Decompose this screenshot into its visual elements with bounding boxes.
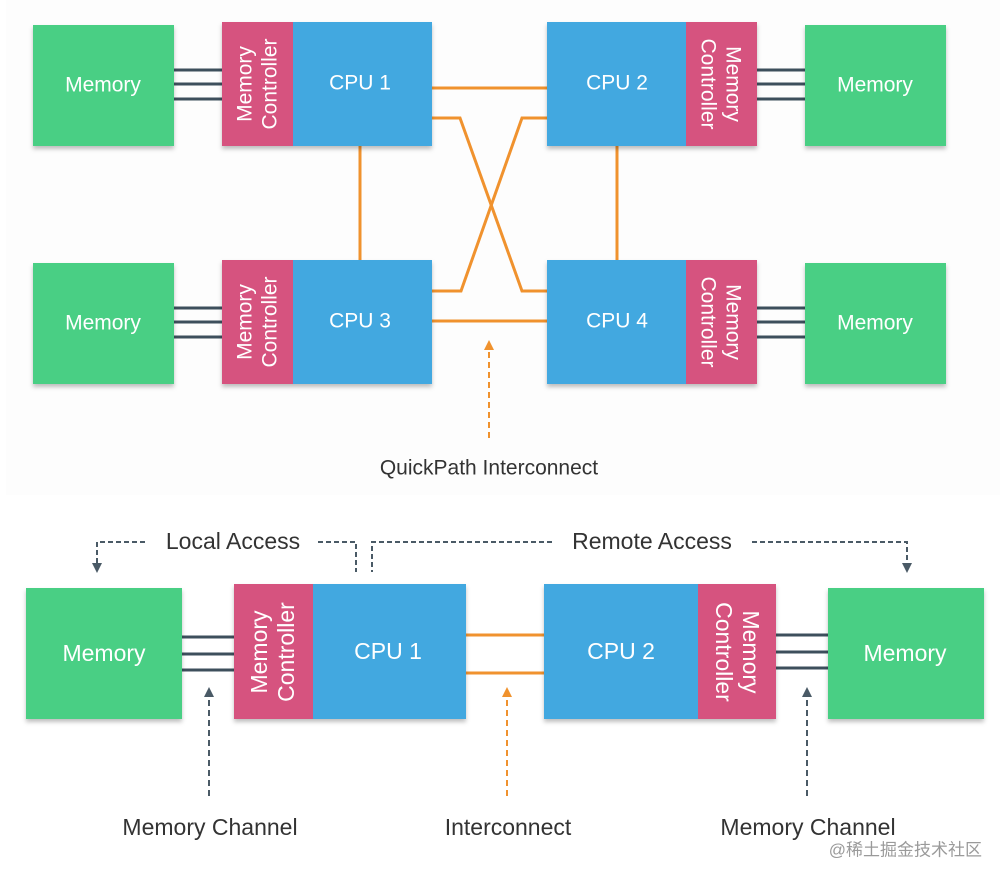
controller-label-line1: Memory [234,46,257,122]
top-node-cpu2: Memory Memory Controller CPU 2 [547,22,946,146]
controller-label-line2: Controller [273,602,299,702]
top-node-cpu1: Memory Memory Controller CPU 1 [33,22,432,146]
watermark: @稀土掘金技术社区 [829,840,982,859]
local-access-label: Local Access [166,528,300,554]
quickpath-callout-label: QuickPath Interconnect [380,457,598,480]
cpu-block [293,22,432,146]
bottom-node-cpu2: Memory Memory Controller CPU 2 [544,584,984,719]
memory-block [33,263,174,384]
remote-access-bracket-right [752,541,912,573]
cpu-label: CPU 2 [586,72,648,95]
link-cpu1-cpu4 [432,116,547,293]
memory-controller-block [686,22,757,146]
cpu-label: CPU 4 [586,310,648,333]
memory-label: Memory [837,312,913,335]
controller-label-line2: Controller [696,276,719,367]
memory-block [805,25,946,146]
memory-block [33,25,174,146]
memory-label: Memory [62,640,146,666]
memory-block [805,263,946,384]
link-cpu3-cpu2 [432,116,547,293]
memory-controller-block [222,22,293,146]
top-interconnect-links [358,86,619,323]
controller-label-line2: Controller [711,602,737,702]
controller-label-line1: Memory [721,284,744,360]
cpu-block [547,260,686,384]
interconnect-callout-label: Interconnect [445,814,572,840]
cpu-block [293,260,432,384]
right-channel-callout-label: Memory Channel [720,814,895,840]
bottom-interconnect-links [466,633,544,675]
local-access-bracket-right [318,541,357,572]
memory-controller-block [698,584,776,719]
memory-label: Memory [863,640,947,666]
controller-label-line2: Controller [696,38,719,129]
cpu-block [544,584,698,719]
controller-label-line1: Memory [234,284,257,360]
memory-block [26,588,182,719]
local-access-bracket-left [92,541,145,573]
left-channel-callout-label: Memory Channel [122,814,297,840]
controller-label-line1: Memory [246,610,272,694]
cpu-block [547,22,686,146]
top-memory-channels [174,68,805,339]
memory-controller-block [234,584,313,719]
cpu-label: CPU 1 [329,72,391,95]
memory-controller-block [686,260,757,384]
controller-label-line2: Controller [259,38,282,129]
memory-controller-block [222,260,293,384]
memory-label: Memory [837,74,913,97]
controller-label-line1: Memory [738,610,764,694]
controller-label-line1: Memory [721,46,744,122]
cpu-label: CPU 1 [354,638,422,664]
remote-access-label: Remote Access [572,528,732,554]
cpu-block [313,584,466,719]
cpu-label: CPU 3 [329,310,391,333]
top-node-cpu3: Memory Memory Controller CPU 3 [33,260,432,384]
bottom-node-cpu1: Memory Memory Controller CPU 1 [26,584,466,719]
memory-label: Memory [65,312,141,335]
remote-access-bracket-left [371,541,552,572]
memory-label: Memory [65,74,141,97]
bottom-memory-channels [182,633,828,672]
controller-label-line2: Controller [259,276,282,367]
access-brackets [92,541,912,573]
top-node-cpu4: Memory Memory Controller CPU 4 [547,260,946,384]
cpu-label: CPU 2 [587,638,655,664]
memory-block [828,588,984,719]
